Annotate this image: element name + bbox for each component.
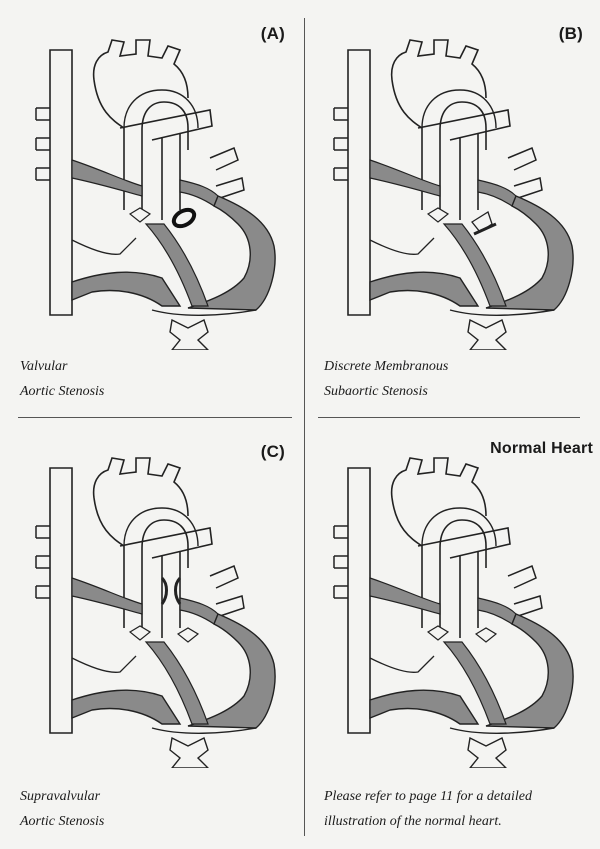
caption-line-1: Discrete Membranous xyxy=(324,359,449,374)
panel-caption: Please refer to page 11 for a detailed i… xyxy=(324,784,532,834)
membrane-ridge xyxy=(473,222,497,236)
heart-diagram-b xyxy=(333,39,574,350)
horizontal-divider-left xyxy=(18,417,292,419)
panel-subaortic-stenosis: (B) Discrete Membranous Subaortic Stenos… xyxy=(310,10,595,420)
panel-supravalvular-aortic-stenosis: (C) Supravalvular Aortic Stenosis xyxy=(12,428,297,838)
panel-valvular-aortic-stenosis: (A) Valvular Aortic Stenosis xyxy=(12,10,297,420)
heart-diagram-normal xyxy=(333,457,574,768)
caption-line-1: Valvular xyxy=(20,359,68,374)
caption-line-2: Aortic Stenosis xyxy=(20,384,105,399)
panel-label: (C) xyxy=(260,442,285,461)
heart-diagram-a xyxy=(35,39,276,350)
panel-label: (A) xyxy=(260,24,285,43)
horizontal-divider-right xyxy=(318,417,580,419)
panel-label: Normal Heart xyxy=(490,440,593,457)
panel-caption: Valvular Aortic Stenosis xyxy=(20,354,104,404)
stenotic-valve-ring xyxy=(171,207,197,229)
vertical-divider xyxy=(304,18,306,836)
panel-label: (B) xyxy=(558,24,583,43)
panel-caption: Discrete Membranous Subaortic Stenosis xyxy=(324,354,448,404)
supravalvular-narrowing xyxy=(160,576,182,605)
caption-line-1: Supravalvular xyxy=(20,789,101,804)
caption-line-2: Subaortic Stenosis xyxy=(324,384,428,399)
caption-line-2: illustration of the normal heart. xyxy=(324,814,502,829)
caption-line-2: Aortic Stenosis xyxy=(20,814,105,829)
caption-line-1: Please refer to page 11 for a detailed xyxy=(324,789,533,804)
panel-normal-heart: Normal Heart Please refer to page 11 for… xyxy=(310,428,595,838)
panel-caption: Supravalvular Aortic Stenosis xyxy=(20,784,104,834)
heart-diagram-c xyxy=(35,457,276,768)
